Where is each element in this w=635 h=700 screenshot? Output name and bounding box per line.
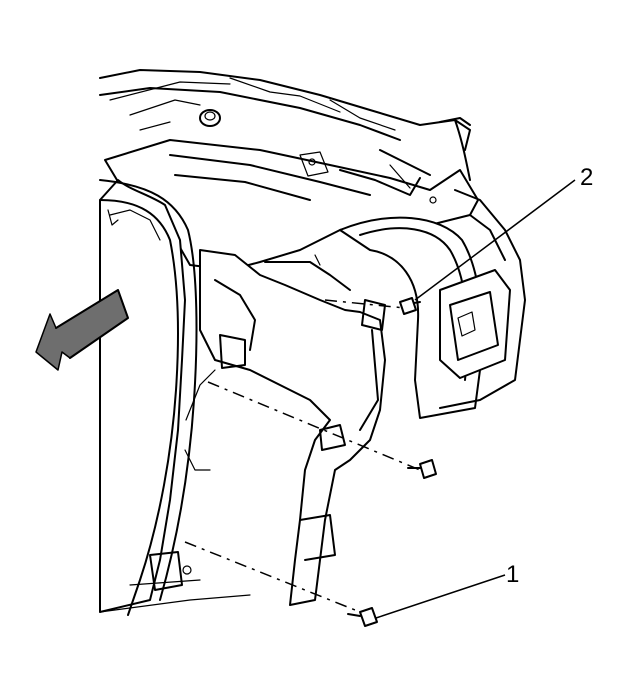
bolt-fastener-upper	[399, 297, 421, 315]
bolt-fastener-lower	[347, 607, 378, 627]
bolt-fastener-middle	[407, 459, 437, 479]
callout-2-leader	[414, 179, 576, 301]
alignment-lines	[184, 299, 421, 613]
front-direction-arrow-icon	[35, 289, 129, 371]
center-brace	[184, 249, 386, 606]
upper-body-structure	[99, 69, 471, 181]
callout-1-leader	[375, 574, 506, 619]
quarter-inner-panel	[99, 179, 251, 616]
callout-2-label: 2	[580, 164, 593, 191]
callout-1-label: 1	[506, 561, 519, 588]
wheelhouse-panel	[339, 189, 526, 419]
